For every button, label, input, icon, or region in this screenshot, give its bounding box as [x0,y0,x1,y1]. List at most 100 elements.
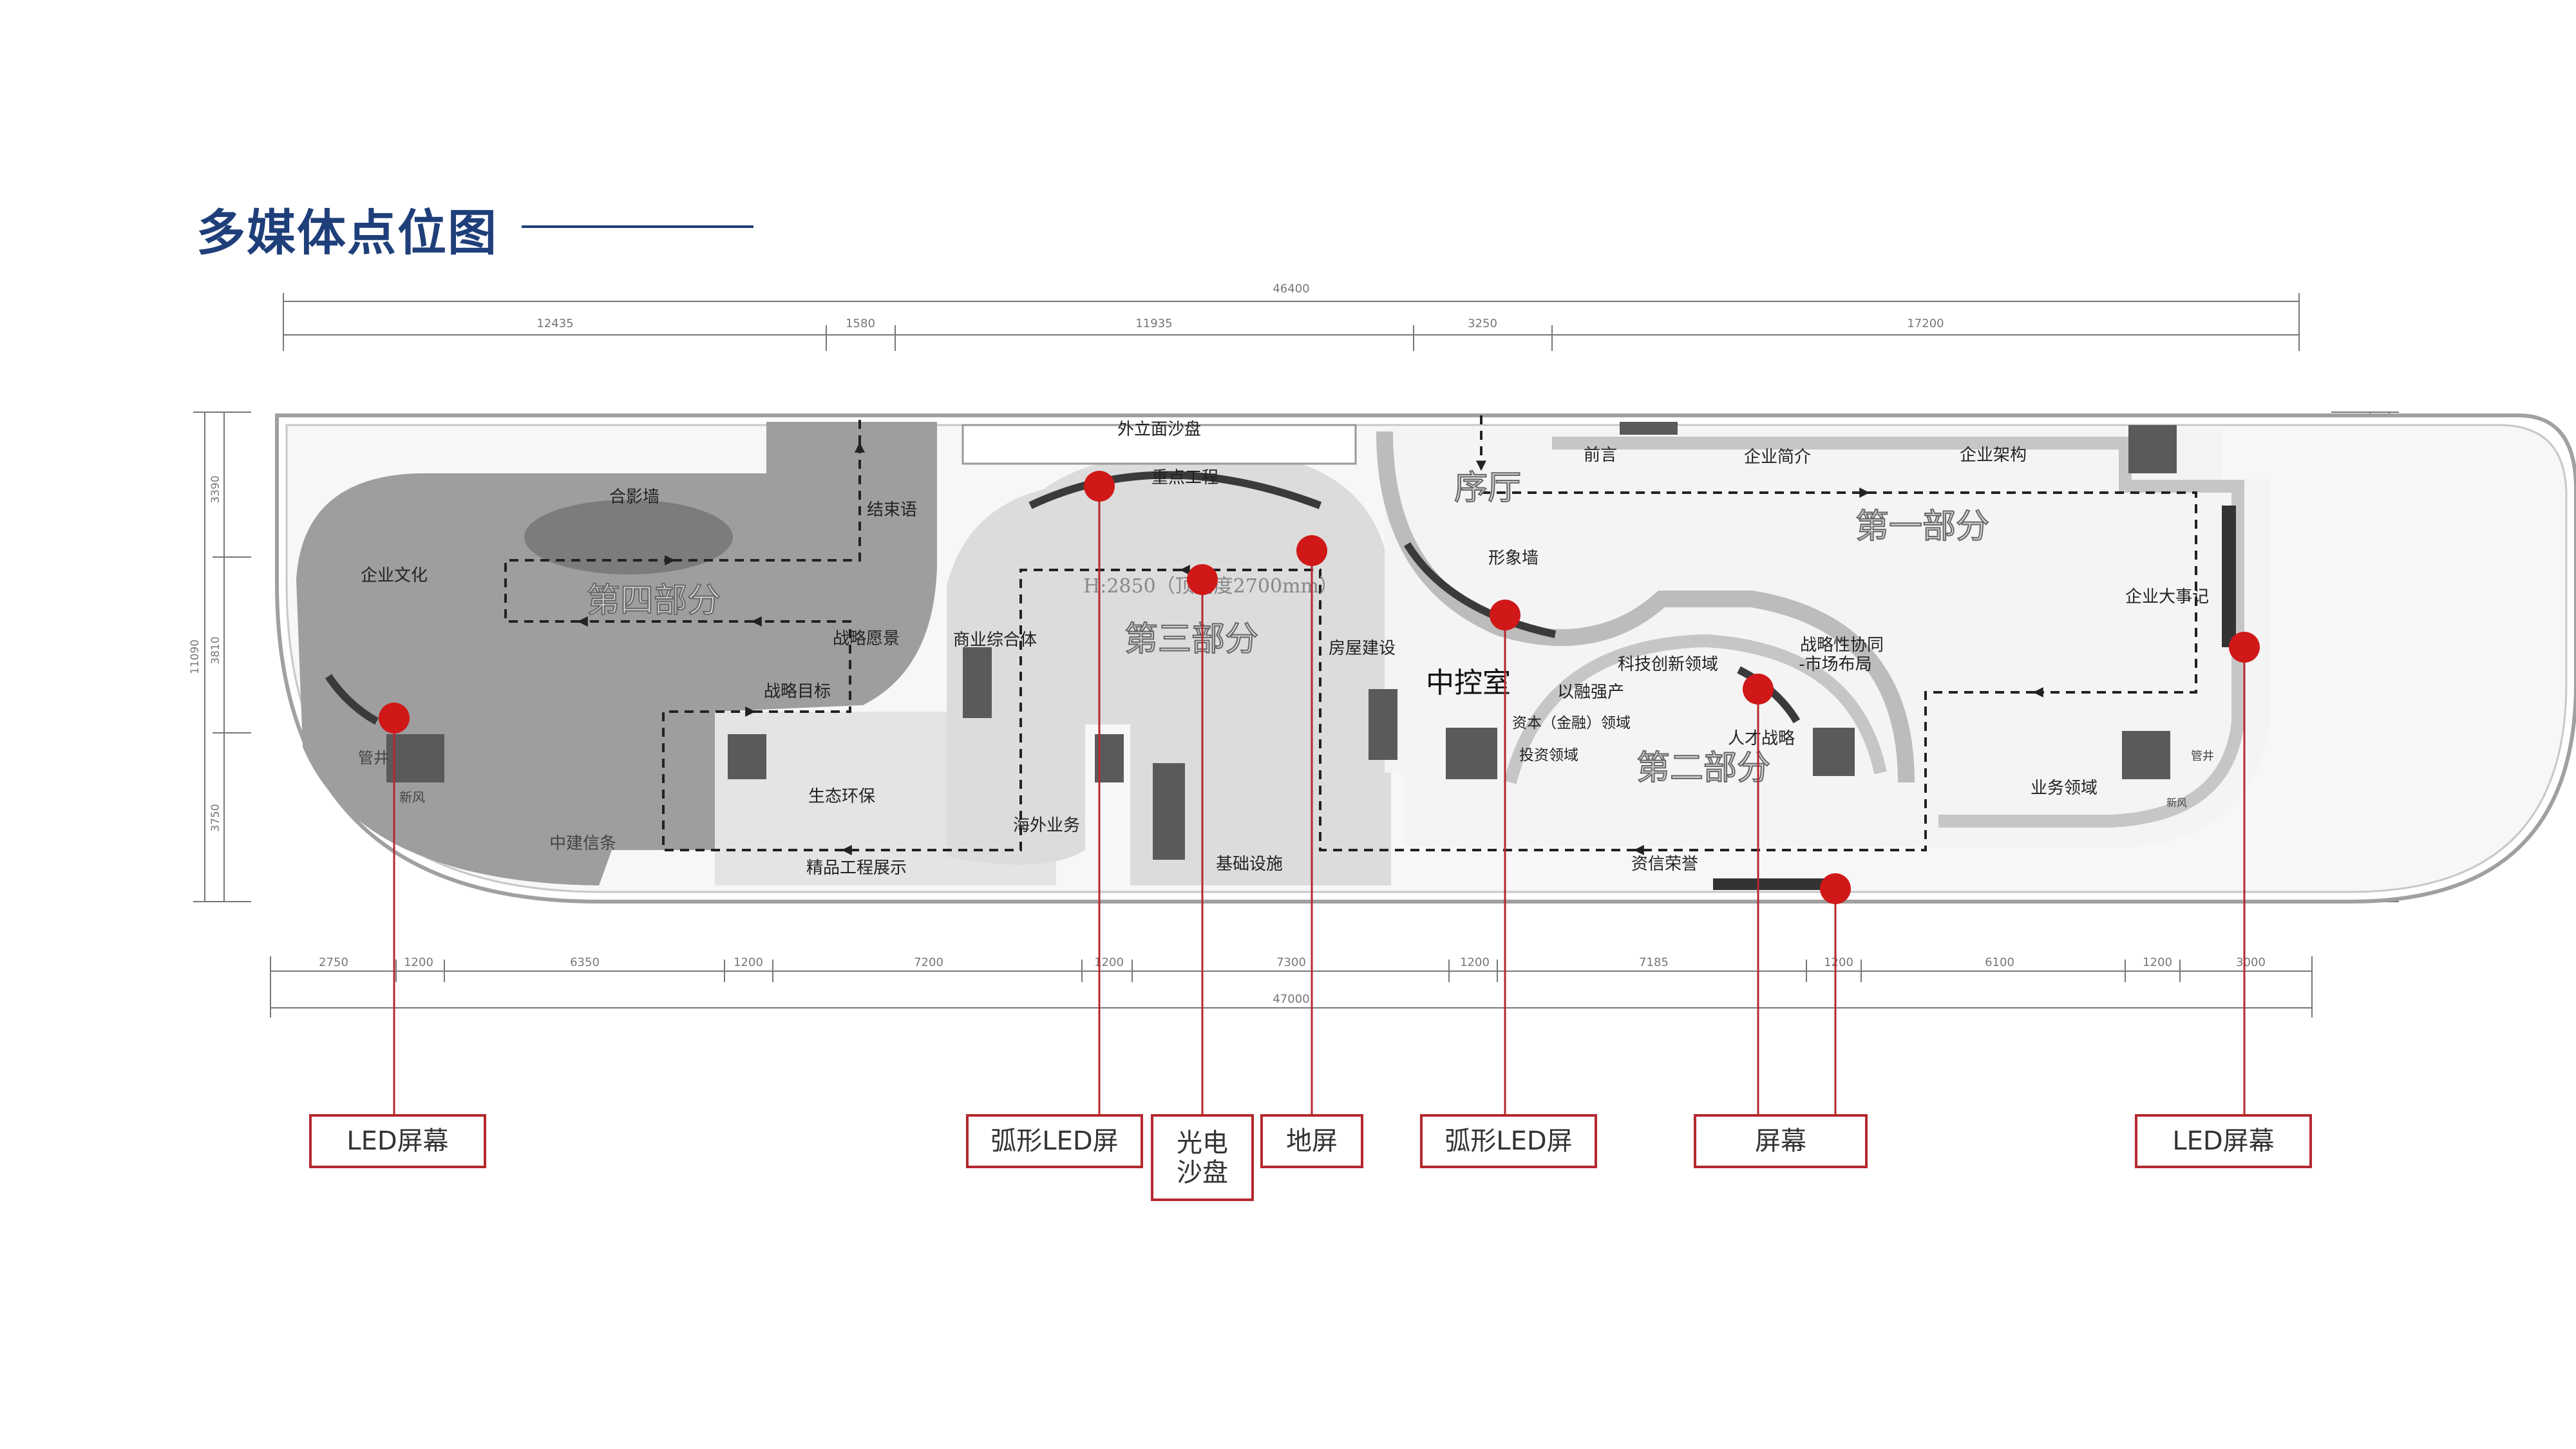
label-shaft-left: 管井 [358,749,389,767]
part2-curve-wall [1504,634,1887,784]
marker-photo-sandtable[interactable] [1187,564,1218,595]
label-facade-sandtable: 外立面沙盘 [1117,420,1201,439]
screen-block [1813,728,1855,776]
top-dim-seg: 3250 [1468,317,1497,330]
screen-block [1153,763,1185,860]
label-corporate-culture: 企业文化 [361,566,428,585]
bottom-dim-seg: 1200 [1460,956,1490,969]
screen-block [2122,731,2170,779]
label-talent-strategy: 人才战略 [1728,729,1795,748]
route-segment [1868,491,2197,697]
label-business-areas: 业务领域 [2031,779,2098,798]
callout-led-screen-right: LED屏幕 [2135,1114,2312,1168]
screen-block [1446,728,1497,779]
route-segment [673,442,865,562]
bottom-dim-seg: 7185 [1639,956,1669,969]
zone-part3 [947,451,1392,886]
top-dimensions [283,293,2300,351]
marker-screen-b[interactable] [1820,873,1851,904]
title-underline [522,225,753,228]
label-housing-construction: 房屋建设 [1329,639,1396,658]
bottom-dim-seg: 6100 [1985,956,2014,969]
curved-led-left [325,674,379,725]
label-commercial-complex: 商业综合体 [953,630,1037,650]
label-milestones: 企业大事记 [2125,587,2209,607]
label-group-photo-wall: 合影墙 [609,488,659,507]
screen-block [386,734,444,782]
label-market-layout: -市场布局 [1799,655,1871,674]
zone-part1 [1385,428,2270,847]
part1-inner-wall [1552,437,2244,828]
screen-bottom [1713,878,1835,890]
section-titles: 第一部分 第二部分 第三部分 第四部分 序厅 [586,468,1990,788]
screen-block [728,734,766,779]
bottom-dim-seg: 7200 [914,956,943,969]
facade-sandtable-area [961,424,1357,465]
callout-floor-screen: 地屏 [1260,1114,1363,1168]
screen-block [2128,425,2177,473]
label-key-projects: 重点工程 [1151,468,1218,488]
route-segment [751,616,851,713]
section-part2-title: 第二部分 [1636,749,1770,788]
left-dim-seg: 3750 [209,804,222,831]
visitor-route [504,415,2197,855]
label-credit-honors: 资信荣誉 [1631,855,1698,874]
callout-curved-led-key: 弧形LED屏 [966,1114,1143,1168]
callout-curved-led-foyer: 弧形LED屏 [1420,1114,1597,1168]
bottom-dim-seg: 3000 [2236,956,2266,969]
curved-led-key-projects [1028,471,1322,509]
left-dim-seg: 3390 [209,475,222,503]
zone-labels: 外立面沙盘 重点工程 合影墙 结束语 企业文化 战略愿景 战略目标 商业综合体 … [358,420,2214,878]
label-overseas-business: 海外业务 [1013,816,1080,835]
bottom-dim-seg: 1200 [2143,956,2172,969]
label-air-right: 新风 [2166,797,2187,809]
screen-block [1368,689,1397,760]
callout-led-screen-left: LED屏幕 [309,1114,486,1168]
label-strategic-goals: 战略目标 [764,682,831,701]
marker-curved-led-key[interactable] [1084,471,1115,502]
marker-floor-screen[interactable] [1296,535,1327,566]
route-segment [1179,565,1636,851]
callout-photo-sandtable: 光电 沙盘 [1151,1114,1254,1201]
label-image-wall: 形象墙 [1488,549,1539,568]
top-dim-total: 46400 [1273,282,1309,296]
label-cscec-trust: 中建信条 [549,834,616,853]
label-strategic-synergy: 战略性协同 [1800,636,1884,655]
page-title: 多媒体点位图 [196,204,498,261]
bottom-dim-total: 47000 [1273,992,1309,1006]
section-part3-title: 第三部分 [1124,620,1258,659]
zone-part4 [296,422,937,886]
bottom-dim-seg: 6350 [570,956,600,969]
bottom-dim-seg: 1200 [404,956,433,969]
left-dim-total: 11090 [189,639,202,674]
label-company-profile: 企业简介 [1744,448,1811,467]
top-dim-seg: 17200 [1907,317,1944,330]
label-air-left: 新风 [399,790,425,805]
label-investment: 投资领域 [1519,747,1578,764]
label-finance-strengthen: 以融强产 [1557,683,1624,702]
bottom-dim-seg: 7300 [1276,956,1306,969]
top-dim-seg: 11935 [1135,317,1172,330]
marker-screen-a[interactable] [1743,674,1774,705]
label-infrastructure: 基础设施 [1216,855,1283,874]
bottom-dim-seg: 1200 [734,956,763,969]
label-tech-innovation: 科技创新领域 [1618,655,1718,674]
control-room-label: 中控室 [1426,667,1511,699]
screen-block [1620,422,1678,435]
marker-led-left[interactable] [379,703,410,734]
route-segment [1633,691,2035,855]
label-preface: 前言 [1584,446,1617,465]
callout-screen: 屏幕 [1694,1114,1868,1168]
marker-curved-led-foyer[interactable] [1490,600,1520,630]
led-wall-right [2222,506,2236,647]
top-dim-seg: 1580 [846,317,875,330]
section-part4-title: 第四部分 [587,582,721,620]
left-dim-seg: 3810 [209,636,222,664]
marker-led-right[interactable] [2229,632,2260,663]
screens [386,422,2236,890]
label-org-structure: 企业架构 [1960,446,2027,465]
section-foyer-title: 序厅 [1454,469,1521,507]
bottom-dim-seg: 1200 [1094,956,1124,969]
